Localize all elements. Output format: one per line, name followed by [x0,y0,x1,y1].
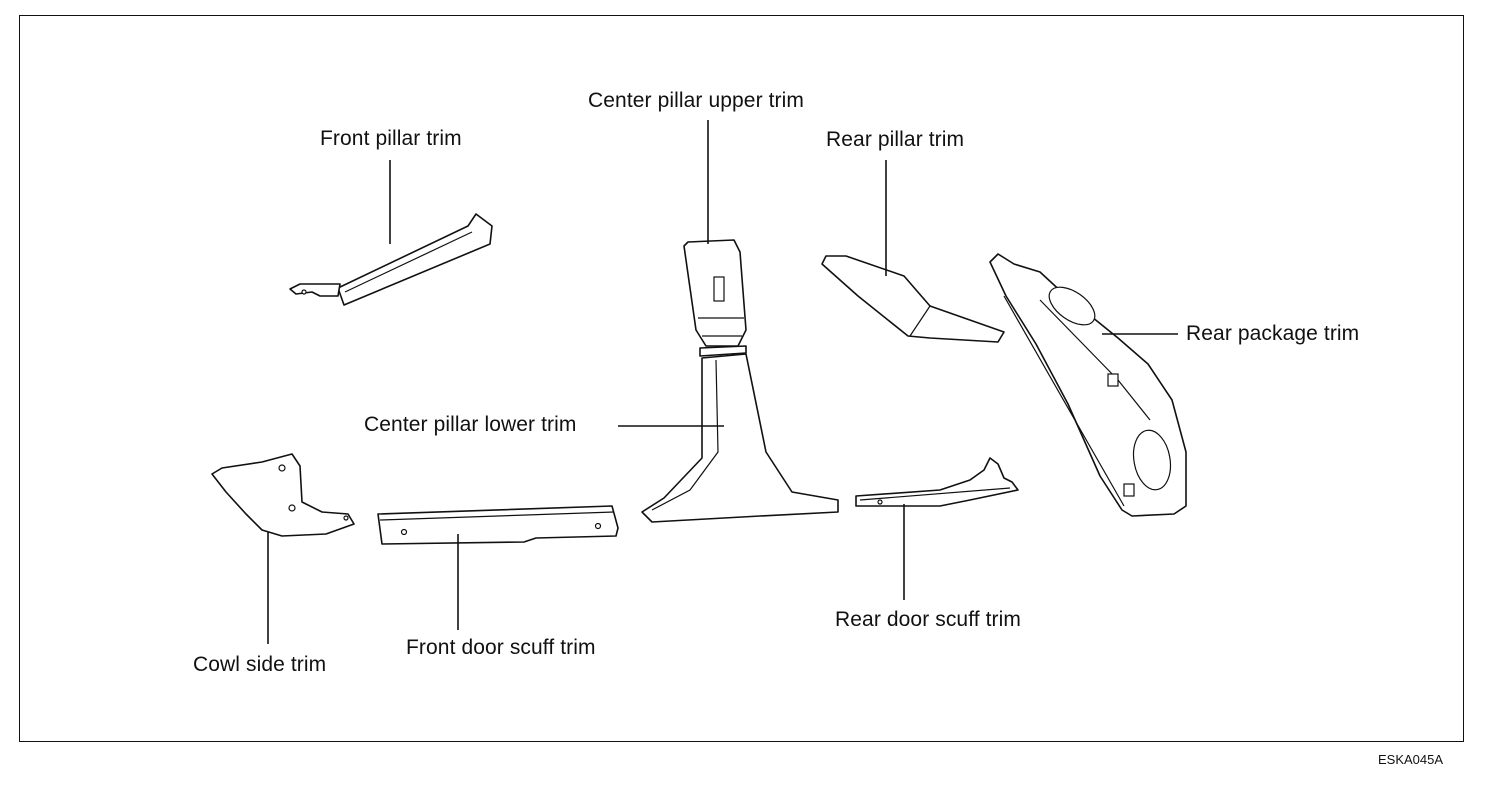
center-pillar-upper-trim-part [683,239,747,357]
front-door-scuff-trim-part [377,505,619,545]
front-door-scuff-trim-label: Front door scuff trim [406,636,596,659]
center-pillar-lower-trim-part [641,353,839,523]
center-pillar-lower-trim-label: Center pillar lower trim [364,413,577,436]
front-pillar-trim-part [289,213,493,306]
figure-code: ESKA045A [1378,752,1444,767]
rear-door-scuff-trim-part [855,457,1019,507]
front-pillar-trim-label: Front pillar trim [320,127,462,150]
diagram-frame [19,15,1464,742]
rear-package-trim-label: Rear package trim [1186,322,1360,345]
rear-door-scuff-trim-label: Rear door scuff trim [835,608,1022,631]
rear-pillar-trim-part [821,255,1005,343]
center-pillar-upper-trim-label: Center pillar upper trim [588,89,804,112]
cowl-side-trim-part [211,453,355,537]
cowl-side-trim-label: Cowl side trim [193,653,327,676]
rear-pillar-trim-label: Rear pillar trim [826,128,965,151]
rear-package-trim-part [989,253,1187,517]
